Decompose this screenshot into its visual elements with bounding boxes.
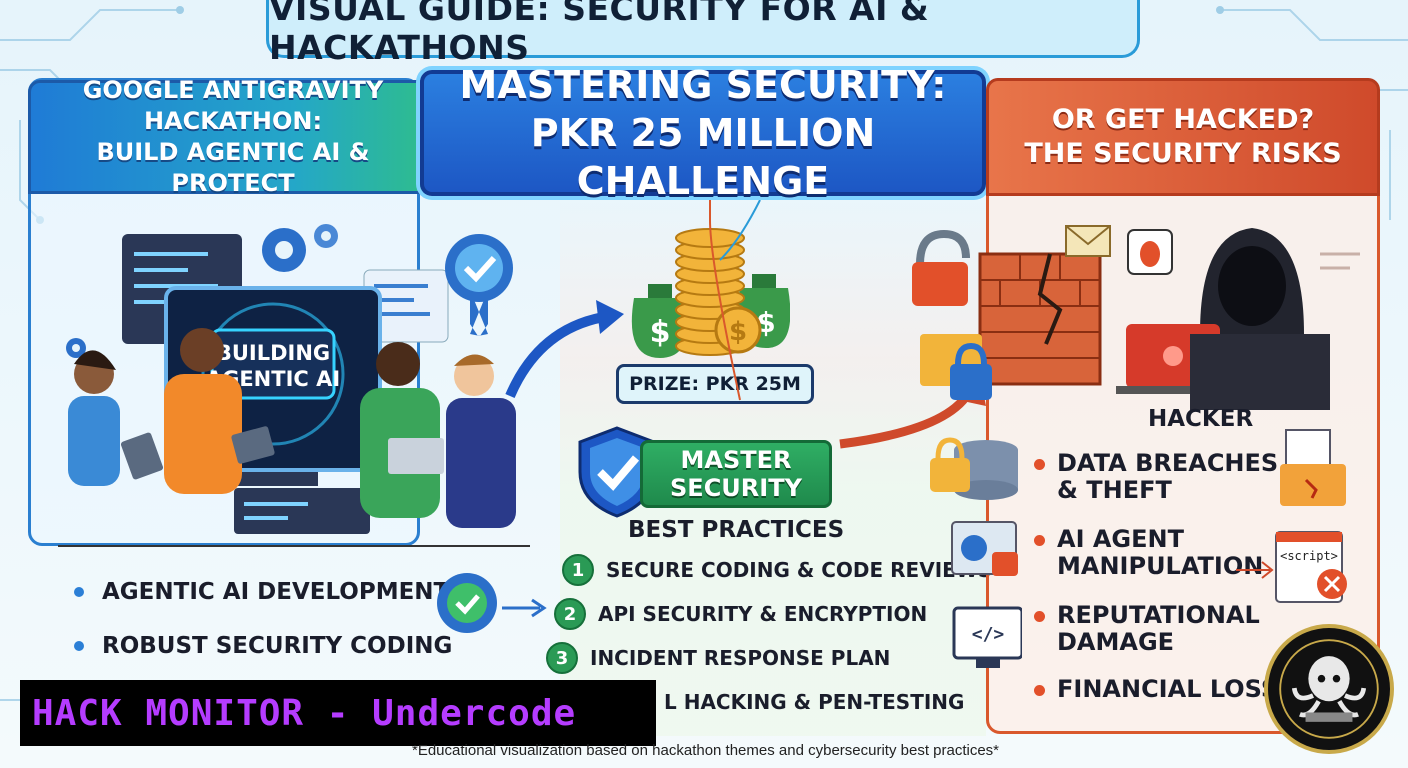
hacker-icon <box>1116 228 1330 410</box>
list-item: AGENTIC AI DEVELOPMENT <box>74 565 452 619</box>
bullet-dot <box>74 641 84 651</box>
risk-text: & THEFT <box>1057 476 1172 504</box>
broken-padlock-icon <box>912 229 970 306</box>
bullet-dot <box>74 587 84 597</box>
center-header-line-2: PKR 25 MILLION CHALLENGE <box>530 111 876 203</box>
left-bullet-list: AGENTIC AI DEVELOPMENT ROBUST SECURITY C… <box>74 565 452 673</box>
script-error-icon: <script> <box>1275 531 1347 603</box>
gear-lock-icon <box>951 521 1018 576</box>
script-tag-text: <script> <box>1280 549 1338 563</box>
list-item: ROBUST SECURITY CODING <box>74 619 452 673</box>
center-header: MASTERING SECURITY: PKR 25 MILLION CHALL… <box>420 63 986 203</box>
bullet-text: ROBUST SECURITY CODING <box>102 633 453 659</box>
right-header-line-1: OR GET HACKED? <box>1051 104 1315 135</box>
brick-wall-icon <box>978 252 1102 386</box>
risk-text: MANIPULATION <box>1057 552 1264 580</box>
step-text: API SECURITY & ENCRYPTION <box>598 602 928 626</box>
bug-icon <box>1127 229 1173 275</box>
person-1 <box>68 350 164 486</box>
step-number: 3 <box>546 642 578 674</box>
list-item: L HACKING & PEN-TESTING <box>546 680 992 724</box>
step-text: SECURE CODING & CODE REVIEWS <box>606 558 993 582</box>
money-bag-icon: $ <box>631 284 689 358</box>
svg-text:$: $ <box>729 317 747 347</box>
list-item: DATA BREACHES& THEFT <box>1034 450 1312 526</box>
bullet-dot <box>1034 685 1045 696</box>
svg-text:$: $ <box>650 315 671 350</box>
step-number: 1 <box>562 554 594 586</box>
risk-text: AI AGENT <box>1057 525 1184 553</box>
best-practices-list: 1 SECURE CODING & CODE REVIEWS 2 API SECUR… <box>546 548 992 724</box>
gear-icon <box>66 338 86 358</box>
center-header-line-1: MASTERING SECURITY: <box>459 63 947 107</box>
code-window-bottom <box>234 488 370 534</box>
risk-icons: </> <box>930 437 1022 668</box>
right-header-line-2: THE SECURITY RISKS <box>1024 138 1342 169</box>
arrow-icon <box>502 598 547 618</box>
bullet-text: AGENTIC AI DEVELOPMENT <box>102 579 450 605</box>
prize-money-illustration: $ $ $ <box>631 228 790 358</box>
left-header: GOOGLE ANTIGRAVITY HACKATHON: BUILD AGEN… <box>28 76 438 197</box>
shield-check-icon <box>578 426 656 518</box>
risk-text: DAMAGE <box>1057 628 1175 656</box>
folder-lock-icon <box>920 334 992 400</box>
risk-text: REPUTATIONAL <box>1057 601 1260 629</box>
left-header-line-3: BUILD AGENTIC AI & PROTECT <box>96 138 370 197</box>
left-header-line-2: HACKATHON: <box>143 107 323 135</box>
bullet-dot <box>1034 611 1045 622</box>
step-text: INCIDENT RESPONSE PLAN <box>590 646 891 670</box>
code-window-icon: </> <box>952 606 1022 668</box>
screen-text-line-1: BUILDING <box>216 341 330 365</box>
gear-icon <box>314 224 338 248</box>
octopus-logo-icon <box>1264 624 1394 754</box>
badge-line-1: MASTER <box>680 446 792 474</box>
person-2 <box>164 328 275 494</box>
page-title: VISUAL GUIDE: SECURITY FOR AI & HACKATHO… <box>266 0 1140 67</box>
person-4 <box>446 354 516 528</box>
step-number: 2 <box>554 598 586 630</box>
list-item: 3 INCIDENT RESPONSE PLAN <box>546 636 992 680</box>
footnote: *Educational visualization based on hack… <box>412 742 1000 759</box>
envelope-icon <box>1065 225 1111 257</box>
person-3 <box>360 342 444 518</box>
svg-text:</>: </> <box>972 624 1005 645</box>
bullet-dot <box>1034 459 1045 470</box>
step-text: L HACKING & PEN-TESTING <box>664 690 965 714</box>
list-item: 1 SECURE CODING & CODE REVIEWS <box>562 548 992 592</box>
right-header: OR GET HACKED? THE SECURITY RISKS <box>986 78 1380 196</box>
hacker-label: HACKER <box>1148 406 1254 432</box>
curved-arrow-icon <box>505 300 624 398</box>
best-practices-title: BEST PRACTICES <box>628 517 845 543</box>
list-item: 2 API SECURITY & ENCRYPTION <box>554 592 992 636</box>
team-illustration: BUILDING AGENTIC AI <box>58 224 530 547</box>
check-badge-icon <box>445 234 513 336</box>
database-lock-icon <box>930 437 1018 500</box>
script-icons: <script> <box>1236 429 1347 603</box>
watermark-banner: HACK MONITOR - Undercode <box>20 680 656 746</box>
prize-label: PRIZE: PKR 25M <box>616 364 814 404</box>
bullet-dot <box>1034 535 1045 546</box>
master-security-badge: MASTER SECURITY <box>640 440 832 508</box>
risk-text: DATA BREACHES <box>1057 449 1279 477</box>
hacker-illustration <box>912 225 1360 410</box>
gear-icon <box>262 228 306 272</box>
badge-line-2: SECURITY <box>670 474 802 502</box>
folder-doc-icon <box>1280 429 1346 506</box>
gear-check-icon <box>437 573 497 633</box>
left-header-line-1: GOOGLE ANTIGRAVITY <box>82 76 384 104</box>
